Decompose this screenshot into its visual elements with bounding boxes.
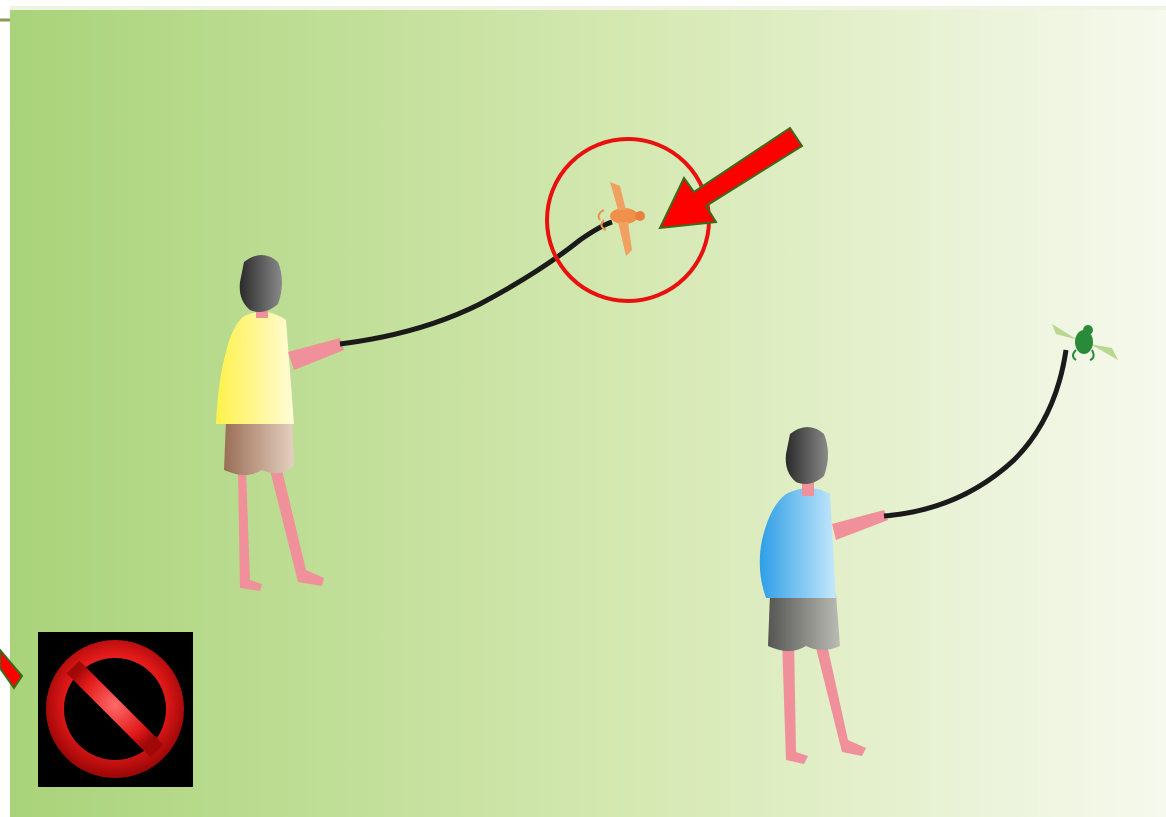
prohibition-icon (38, 632, 193, 787)
